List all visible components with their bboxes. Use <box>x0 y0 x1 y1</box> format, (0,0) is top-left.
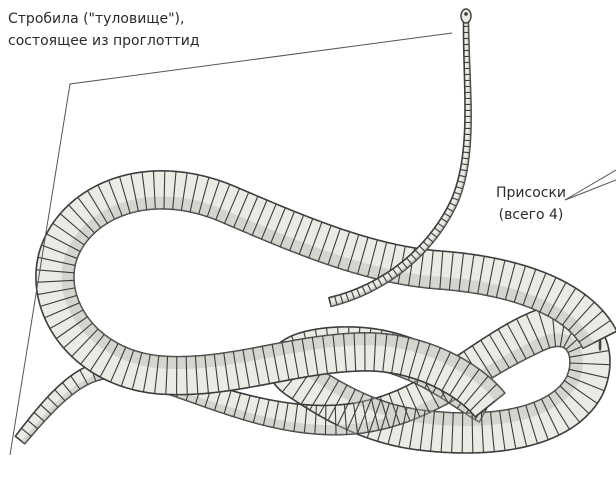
suckers-label: Присоски (всего 4) <box>496 182 566 226</box>
strobila-label-line2: состоящее из проглоттид <box>8 30 200 52</box>
scolex-head <box>461 9 471 23</box>
suckers-pointer-line-upper <box>565 170 616 200</box>
strobila-label: Стробила ("туловище"), состоящее из прог… <box>8 8 200 52</box>
neck-join <box>600 340 601 350</box>
proglottid-boundary <box>463 152 469 153</box>
proglottid-boundary <box>164 171 165 209</box>
tapeworm-body <box>15 9 616 453</box>
suckers-label-line1: Присоски <box>496 182 566 204</box>
proglottid-boundary <box>464 146 470 147</box>
strobila-label-line1: Стробила ("туловище"), <box>8 8 200 30</box>
sucker-mark <box>464 12 468 16</box>
suckers-pointer-line-lower <box>565 180 616 200</box>
suckers-label-line2: (всего 4) <box>496 204 566 226</box>
